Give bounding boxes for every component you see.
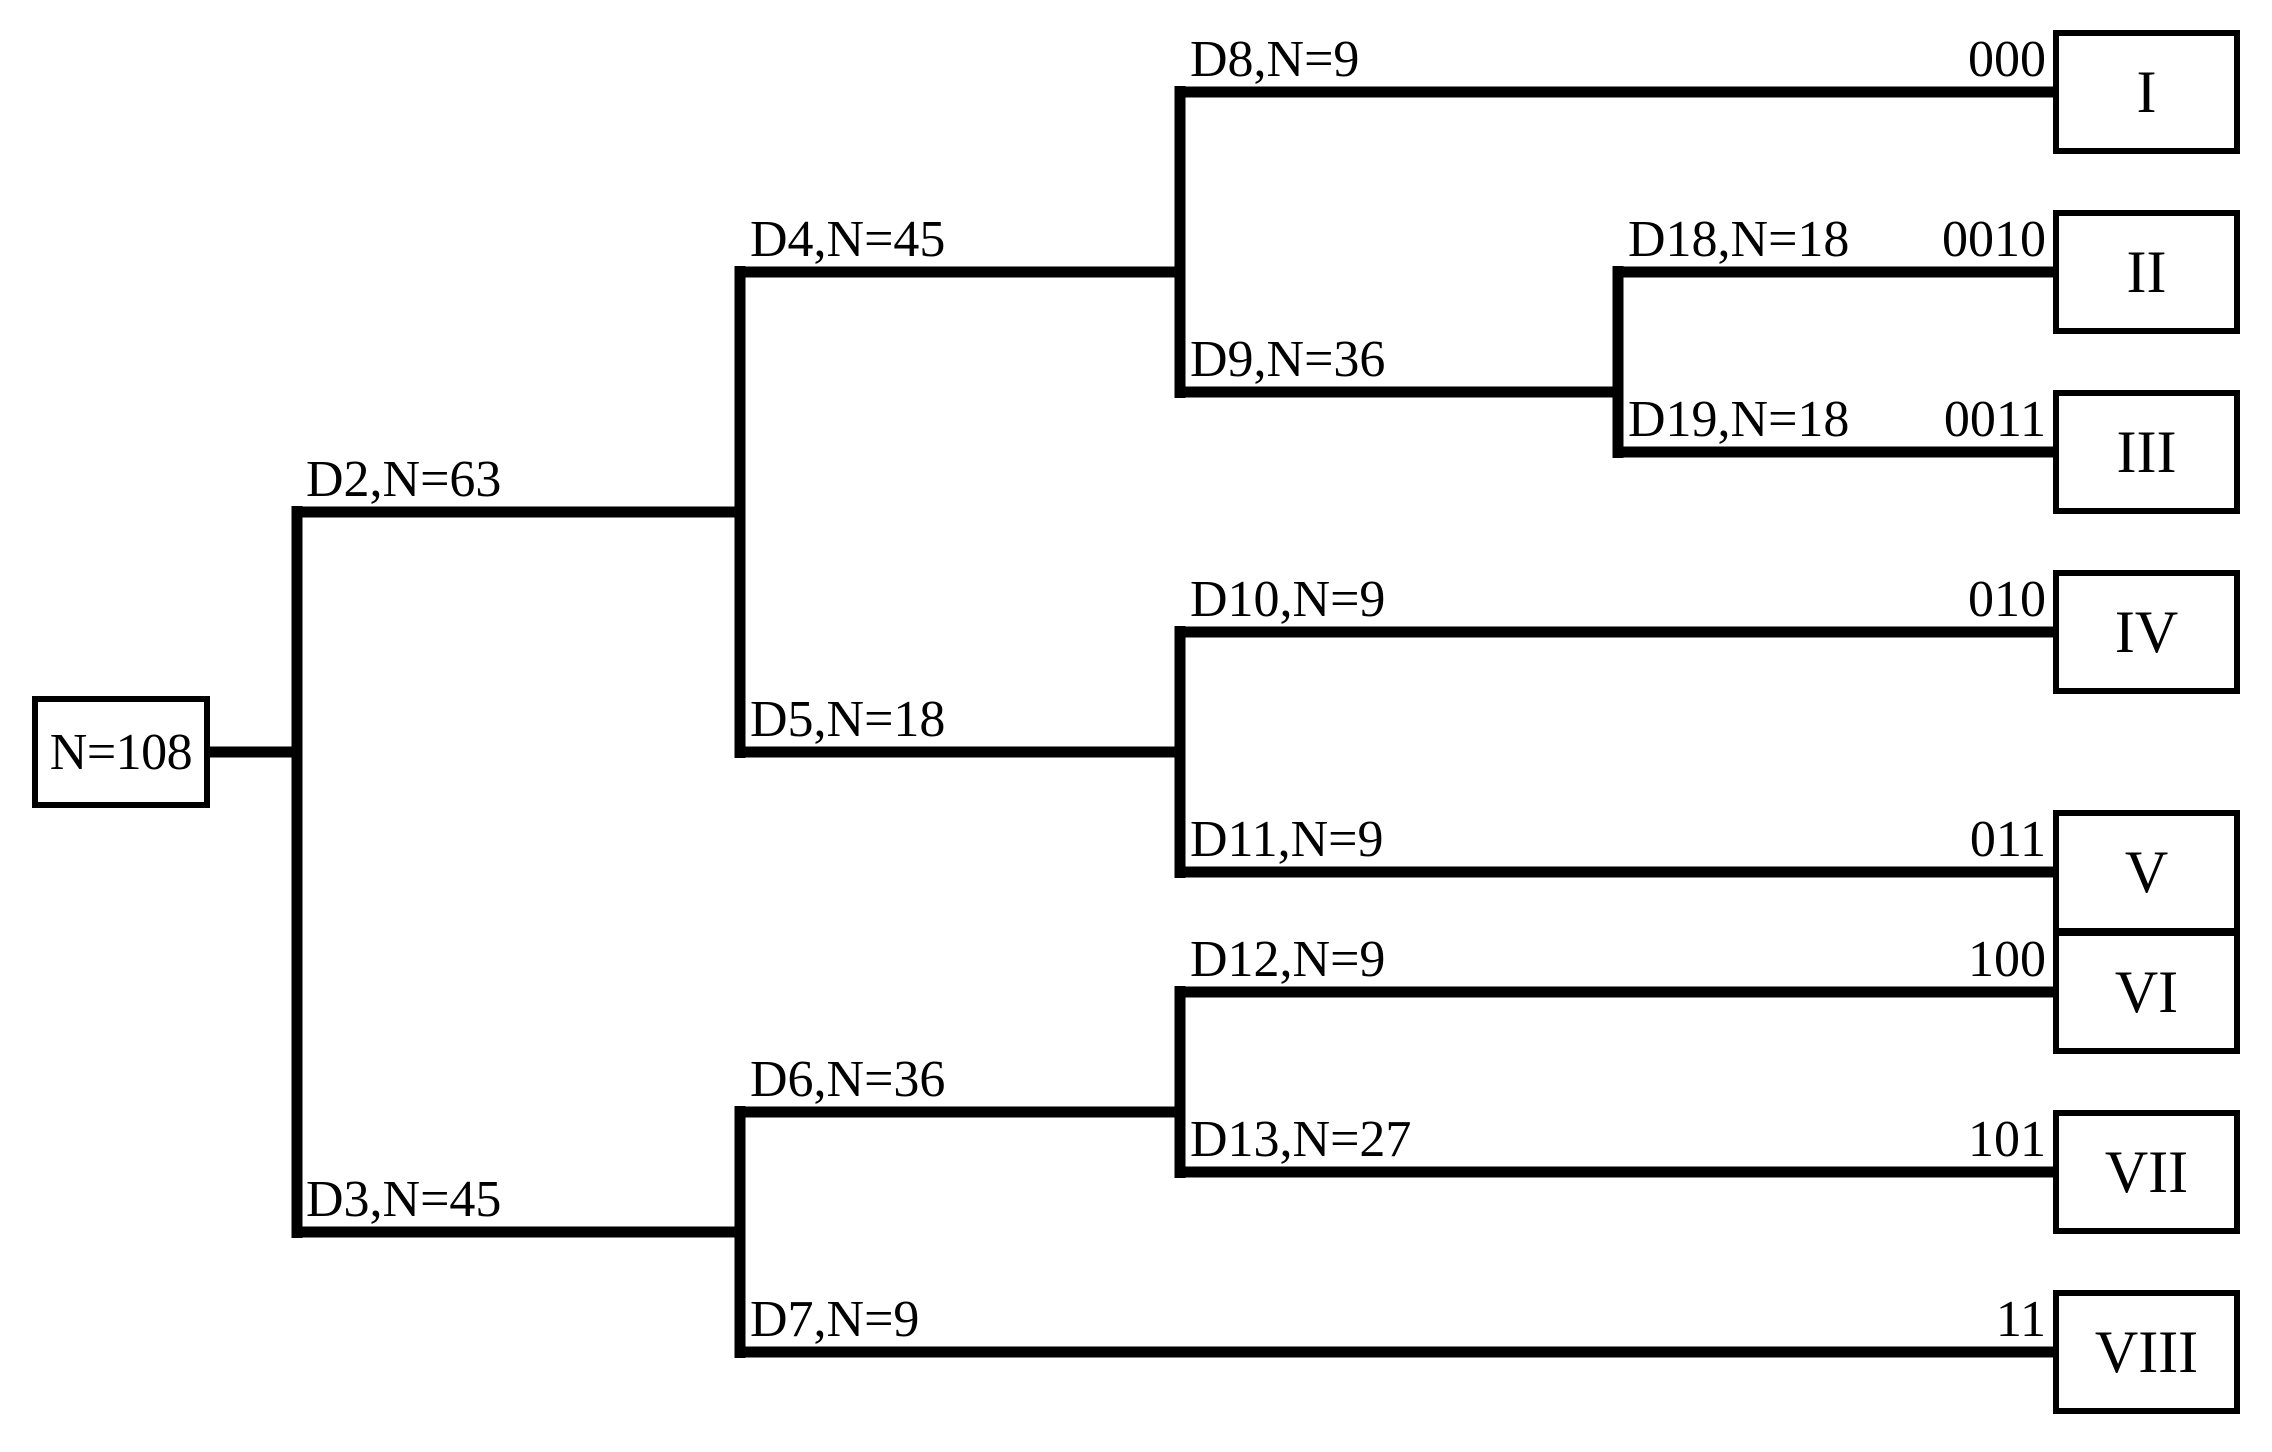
leaf-node-box-i[interactable]: I [2053, 30, 2240, 154]
leaf-code-v: 011 [1969, 811, 2046, 868]
branch-label-d10: D10,N=9 [1190, 571, 1386, 628]
leaf-node-box-iii[interactable]: III [2053, 390, 2240, 514]
leaf-node-box-viii[interactable]: VIII [2053, 1290, 2240, 1414]
leaf-node-box-vii[interactable]: VII [2053, 1110, 2240, 1234]
branch-label-d4: D4,N=45 [750, 211, 946, 268]
root-node-label: N=108 [49, 723, 193, 781]
leaf-label-ii: II [2126, 238, 2167, 305]
leaf-code-i: 000 [1968, 31, 2046, 88]
leaf-code-ii: 0010 [1942, 211, 2046, 268]
leaf-code-iv: 010 [1968, 571, 2046, 628]
root-node-box[interactable]: N=108 [32, 696, 210, 808]
leaf-code-viii: 11 [1995, 1291, 2046, 1348]
leaf-label-vii: VII [2104, 1138, 2189, 1205]
branch-label-d2: D2,N=63 [306, 451, 502, 508]
leaf-label-iv: IV [2114, 598, 2179, 665]
leaf-label-vi: VI [2114, 958, 2179, 1025]
leaf-node-box-vi[interactable]: VI [2053, 930, 2240, 1054]
branch-label-d18: D18,N=18 [1628, 211, 1850, 268]
leaf-label-v: V [2124, 838, 2169, 905]
leaf-code-iii: 0011 [1943, 391, 2046, 448]
leaf-code-vii: 101 [1968, 1111, 2046, 1168]
branch-label-d12: D12,N=9 [1190, 931, 1386, 988]
branch-label-d9: D9,N=36 [1190, 331, 1386, 388]
branch-label-d11: D11,N=9 [1190, 811, 1384, 868]
leaf-code-vi: 100 [1968, 931, 2046, 988]
leaf-node-box-ii[interactable]: II [2053, 210, 2240, 334]
leaf-label-iii: III [2116, 418, 2177, 485]
branch-label-d5: D5,N=18 [750, 691, 946, 748]
leaf-label-i: I [2136, 58, 2157, 125]
leaf-node-box-v[interactable]: V [2053, 810, 2240, 934]
branch-label-d6: D6,N=36 [750, 1051, 946, 1108]
branch-label-d3: D3,N=45 [306, 1171, 502, 1228]
leaf-node-box-iv[interactable]: IV [2053, 570, 2240, 694]
branch-label-d19: D19,N=18 [1628, 391, 1850, 448]
branch-label-d7: D7,N=9 [750, 1291, 920, 1348]
branch-label-d13: D13,N=27 [1190, 1111, 1412, 1168]
leaf-label-viii: VIII [2094, 1318, 2199, 1385]
branch-label-d8: D8,N=9 [1190, 31, 1360, 88]
